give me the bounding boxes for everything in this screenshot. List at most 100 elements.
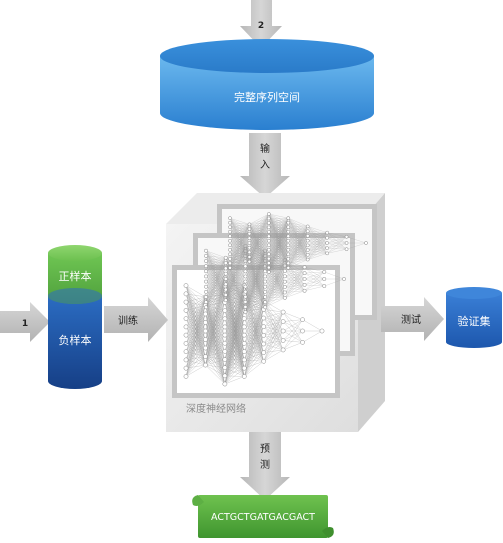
network-connection	[224, 368, 245, 385]
network-connection	[205, 305, 225, 336]
network-node	[263, 274, 268, 279]
network-connection	[265, 286, 285, 293]
network-connection	[229, 261, 250, 268]
network-connection	[284, 270, 305, 285]
network-connection	[185, 296, 206, 360]
network-connection	[205, 364, 225, 376]
network-connection	[284, 281, 305, 291]
network-connection	[288, 236, 308, 246]
network-connection	[185, 330, 206, 377]
network-node	[280, 319, 286, 324]
input-arrow-char-2: 入	[260, 160, 270, 171]
network-connection	[205, 326, 225, 366]
network-connection	[205, 257, 226, 272]
network-connection	[283, 311, 303, 320]
network-node	[222, 357, 228, 362]
network-connection	[205, 347, 225, 376]
network-node	[263, 295, 268, 299]
network-connection	[205, 318, 225, 366]
left-arrow-number: 1	[22, 319, 28, 329]
network-connection	[288, 226, 308, 241]
network-node	[282, 295, 287, 300]
network-node	[325, 230, 329, 235]
network-connection	[244, 300, 264, 336]
network-node	[325, 251, 329, 256]
network-node	[228, 229, 232, 234]
network-connection	[205, 356, 225, 368]
validation-set-cylinder	[446, 287, 502, 348]
network-connection	[263, 309, 284, 313]
network-connection	[225, 296, 246, 301]
network-node	[203, 337, 208, 342]
network-connection	[205, 359, 225, 366]
network-node	[267, 221, 271, 225]
network-connection	[268, 218, 289, 224]
network-connection	[249, 238, 269, 246]
network-connection	[229, 224, 250, 232]
network-connection	[205, 322, 225, 360]
network-connection	[288, 240, 308, 268]
network-connection	[185, 322, 206, 377]
network-connection	[205, 305, 225, 319]
network-connection	[185, 313, 206, 377]
network-connection	[304, 267, 325, 273]
network-connection	[307, 242, 328, 251]
network-connection	[307, 231, 328, 238]
network-connection	[307, 250, 328, 254]
network-connection	[284, 267, 305, 272]
network-node	[223, 282, 228, 287]
network-connection	[268, 218, 289, 255]
network-node	[261, 324, 267, 330]
network-node	[267, 261, 271, 265]
network-node	[183, 308, 189, 313]
network-connection	[265, 276, 285, 282]
network-connection	[284, 273, 305, 288]
network-connection	[265, 281, 285, 293]
network-connection	[268, 218, 289, 268]
network-connection	[249, 213, 269, 262]
network-connection	[245, 266, 266, 313]
network-connection	[263, 317, 284, 322]
network-connection	[327, 242, 347, 250]
network-node	[204, 300, 208, 305]
network-connection	[263, 326, 284, 341]
network-connection	[307, 232, 328, 260]
network-connection	[265, 276, 285, 308]
network-connection	[249, 213, 269, 258]
network-connection	[307, 226, 328, 249]
network-connection	[284, 273, 305, 277]
network-connection	[225, 263, 246, 277]
network-connection	[205, 257, 226, 282]
network-connection	[268, 236, 289, 273]
network-connection	[288, 231, 308, 268]
network-connection	[288, 254, 308, 260]
network-connection	[249, 258, 269, 262]
network-connection	[284, 267, 305, 298]
network-node	[223, 292, 228, 297]
network-connection	[185, 293, 206, 298]
network-node	[325, 235, 329, 240]
network-connection	[205, 364, 225, 368]
network-connection	[288, 226, 308, 264]
network-connection	[304, 271, 325, 291]
network-connection	[265, 271, 285, 293]
network-connection	[229, 228, 250, 268]
network-node	[280, 338, 286, 343]
network-connection	[307, 253, 328, 255]
network-connection	[288, 218, 308, 232]
network-connection	[283, 321, 303, 343]
network-connection	[224, 318, 245, 385]
network-connection	[307, 248, 328, 251]
network-connection	[205, 313, 225, 336]
network-connection	[205, 347, 225, 385]
network-node	[305, 229, 310, 233]
network-connection	[288, 226, 308, 237]
network-node	[183, 299, 189, 305]
network-node	[203, 311, 208, 317]
network-connection	[244, 310, 264, 327]
network-connection	[249, 247, 269, 255]
network-connection	[263, 321, 284, 345]
network-connection	[244, 317, 264, 377]
network-connection	[225, 289, 246, 297]
network-connection	[205, 330, 225, 344]
